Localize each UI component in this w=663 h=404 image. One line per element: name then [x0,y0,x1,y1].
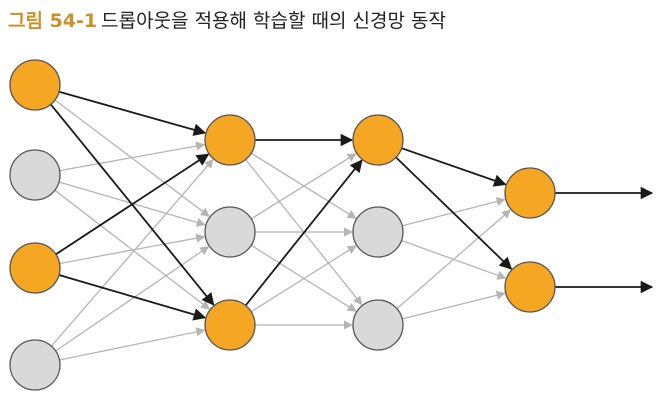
dropped-connections [50,99,512,361]
active-connections [50,90,654,321]
dropped-connection-l0-3-to-2 [59,327,206,361]
dropped-neuron-l0-3 [9,339,61,391]
active-connection-l0-2-to-0 [55,153,210,256]
dropped-connection-l1-2-to-1 [250,245,357,313]
active-neuron-l3-1 [504,261,556,313]
dropped-connection-l0-2-to-1 [59,233,206,265]
dropped-connection-l0-1-to-0 [59,141,206,172]
dropped-connection-l0-3-to-0 [50,158,214,347]
dropped-neuron-l2-2 [352,299,404,351]
active-neuron-l2-0 [352,114,404,166]
active-connection-l1-2-to-0 [244,159,363,307]
active-neuron-l1-2 [204,299,256,351]
dropped-neuron-l1-1 [204,206,256,258]
network-nodes [9,59,556,391]
active-connection-l2-0-to-0 [401,147,507,187]
dropped-connection-l2-2-to-1 [402,290,506,320]
dropped-connection-l2-2-to-0 [396,209,512,310]
active-neuron-l0-2 [9,242,61,294]
active-connection-l0-2-to-2 [58,274,207,321]
dropped-neuron-l0-1 [9,149,61,201]
active-connection-l2-0-to-1 [395,156,513,270]
active-neuron-l0-0 [9,59,61,111]
dropped-neuron-l2-1 [352,206,404,258]
active-connection-l0-0-to-0 [58,90,207,136]
dropped-connection-l0-3-to-1 [55,246,210,352]
active-neuron-l1-0 [204,114,256,166]
dropped-connection-l1-1-to-0 [250,153,357,220]
figure-number: 그림 54-1 [8,10,98,32]
active-neuron-l3-0 [504,167,556,219]
figure-title: 드롭아웃을 적용해 학습할 때의 신경망 동작 [101,10,446,32]
